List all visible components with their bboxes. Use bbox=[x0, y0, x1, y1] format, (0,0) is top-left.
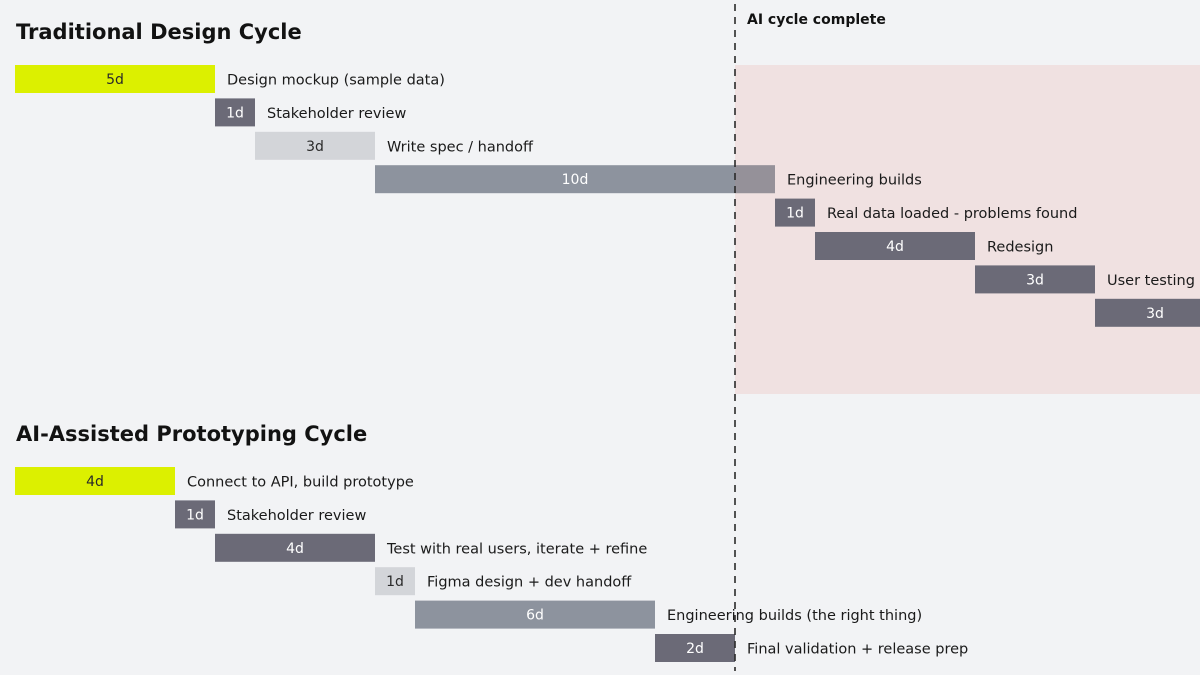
task-row: 1d Stakeholder review bbox=[175, 500, 366, 529]
task-duration-label: 5d bbox=[106, 72, 124, 88]
task-row: 10d Engineering builds bbox=[375, 165, 922, 194]
task-row: 5d Design mockup (sample data) bbox=[15, 65, 445, 93]
task-name-label: Connect to API, build prototype bbox=[187, 475, 414, 491]
task-name-label: Stakeholder review bbox=[227, 508, 366, 524]
task-row: 3d User testing bbox=[975, 265, 1195, 294]
ai-cycle-title: AI-Assisted Prototyping Cycle bbox=[16, 422, 367, 446]
task-duration-label: 3d bbox=[1146, 306, 1164, 322]
task-bar bbox=[15, 467, 175, 495]
task-row: 4d Connect to API, build prototype bbox=[15, 467, 414, 495]
task-name-label: Design mockup (sample data) bbox=[227, 73, 445, 89]
task-duration-label: 1d bbox=[786, 206, 804, 222]
task-duration-label: 1d bbox=[386, 574, 404, 590]
task-duration-label: 4d bbox=[286, 541, 304, 557]
task-name-label: User testing bbox=[1107, 273, 1195, 289]
traditional-cycle-title: Traditional Design Cycle bbox=[16, 20, 302, 44]
task-duration-label: 10d bbox=[562, 172, 589, 188]
task-name-label: Redesign bbox=[987, 240, 1053, 256]
task-name-label: Engineering builds bbox=[787, 173, 922, 189]
task-bar bbox=[415, 600, 655, 629]
task-bar bbox=[655, 634, 735, 662]
task-bar bbox=[375, 567, 415, 596]
task-bar-overrun-tint bbox=[735, 165, 775, 194]
ai-complete-marker-label: AI cycle complete bbox=[747, 12, 886, 28]
task-row: 6d Engineering builds (the right thing) bbox=[415, 600, 922, 629]
task-name-label: Engineering builds (the right thing) bbox=[667, 608, 922, 624]
task-bar bbox=[175, 500, 215, 529]
task-row: 3d Write spec / handoff bbox=[255, 131, 534, 160]
task-bar bbox=[215, 533, 375, 562]
task-duration-label: 4d bbox=[886, 239, 904, 255]
task-bar bbox=[1095, 298, 1200, 327]
task-name-label: Stakeholder review bbox=[267, 106, 406, 122]
task-bar bbox=[215, 98, 255, 127]
task-duration-label: 1d bbox=[226, 105, 244, 121]
task-duration-label: 4d bbox=[86, 474, 104, 490]
task-bar bbox=[15, 65, 215, 93]
task-duration-label: 1d bbox=[186, 507, 204, 523]
task-bar bbox=[375, 165, 775, 194]
overrun-region bbox=[735, 65, 1200, 394]
task-row: 3d bbox=[1095, 298, 1200, 327]
task-bar bbox=[775, 198, 815, 227]
task-row: 1d Real data loaded - problems found bbox=[775, 198, 1077, 227]
task-name-label: Real data loaded - problems found bbox=[827, 206, 1077, 222]
task-row: 4d Test with real users, iterate + refine bbox=[215, 533, 647, 562]
task-bar bbox=[815, 232, 975, 260]
task-duration-label: 3d bbox=[1026, 272, 1044, 288]
task-duration-label: 3d bbox=[306, 139, 324, 155]
task-name-label: Final validation + release prep bbox=[747, 642, 968, 658]
task-name-label: Write spec / handoff bbox=[387, 139, 534, 155]
task-row: 4d Redesign bbox=[815, 232, 1053, 260]
task-duration-label: 6d bbox=[526, 608, 544, 624]
task-row: 2d Final validation + release prep bbox=[655, 634, 968, 662]
task-name-label: Test with real users, iterate + refine bbox=[386, 541, 647, 557]
task-bar bbox=[975, 265, 1095, 294]
task-duration-label: 2d bbox=[686, 641, 704, 657]
task-row: 1d Figma design + dev handoff bbox=[375, 567, 632, 596]
task-name-label: Figma design + dev handoff bbox=[427, 575, 632, 591]
task-row: 1d Stakeholder review bbox=[215, 98, 406, 127]
task-bar bbox=[255, 131, 375, 160]
